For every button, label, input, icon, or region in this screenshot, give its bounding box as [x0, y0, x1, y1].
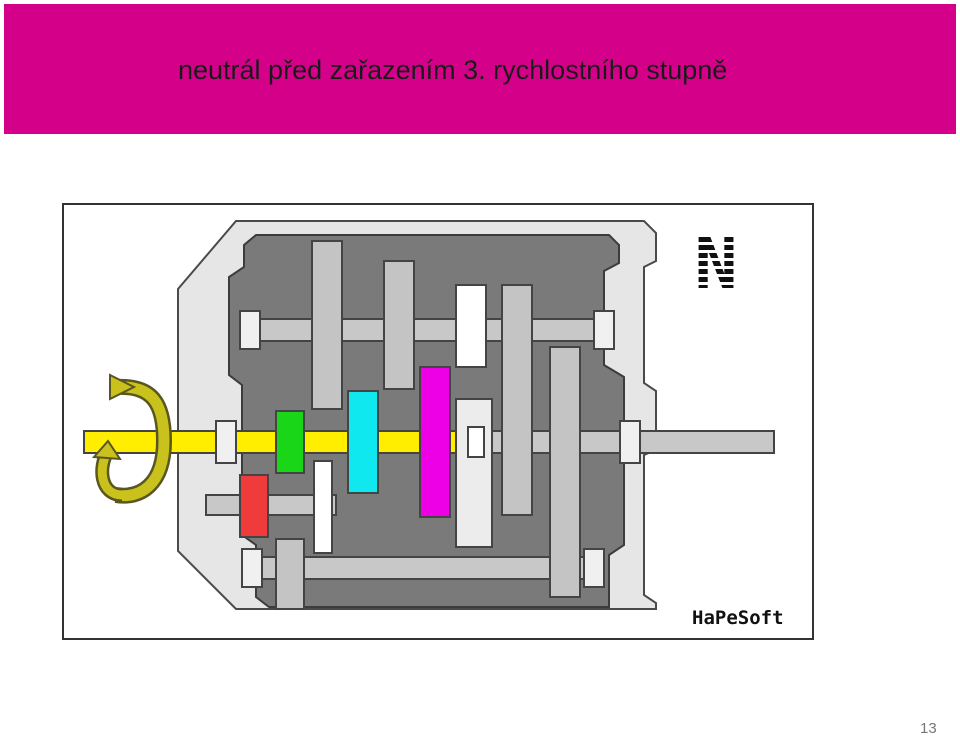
- bearing-right-top: [593, 310, 615, 350]
- bearing-left-top: [239, 310, 261, 350]
- slide-title: neutrál před zařazením 3. rychlostního s…: [178, 55, 728, 85]
- synchro-sleeve: [455, 398, 493, 548]
- gear-red: [239, 474, 269, 538]
- upper-gear-2: [383, 260, 415, 390]
- reverse-idler-shaft: [205, 494, 337, 516]
- upper-gear-4: [549, 346, 581, 598]
- gear-green: [275, 410, 305, 474]
- gearbox-drawing: [83, 220, 775, 610]
- gear-cyan: [347, 390, 379, 494]
- hapesoft-logo: HaPeSoft: [692, 607, 784, 629]
- bearing-left-bottom: [241, 548, 263, 588]
- bearing-output: [619, 420, 641, 464]
- upper-shaft: [239, 318, 615, 342]
- bearing-input: [215, 420, 237, 464]
- upper-gear-3: [501, 284, 533, 516]
- page-number: 13: [920, 720, 937, 737]
- upper-gear-1: [311, 240, 343, 410]
- reverse-gear-white: [313, 460, 333, 554]
- gearbox-diagram: N HaPeSoft: [62, 203, 814, 640]
- bearing-right-bottom: [583, 548, 605, 588]
- gear-indicator: N: [694, 221, 738, 305]
- upper-gear-white: [455, 284, 487, 368]
- synchro-hub: [467, 426, 485, 458]
- gear-magenta: [419, 366, 451, 518]
- rotation-arrow-icon: [91, 373, 173, 504]
- lower-gear-1: [275, 538, 305, 610]
- title-banner: [4, 4, 956, 134]
